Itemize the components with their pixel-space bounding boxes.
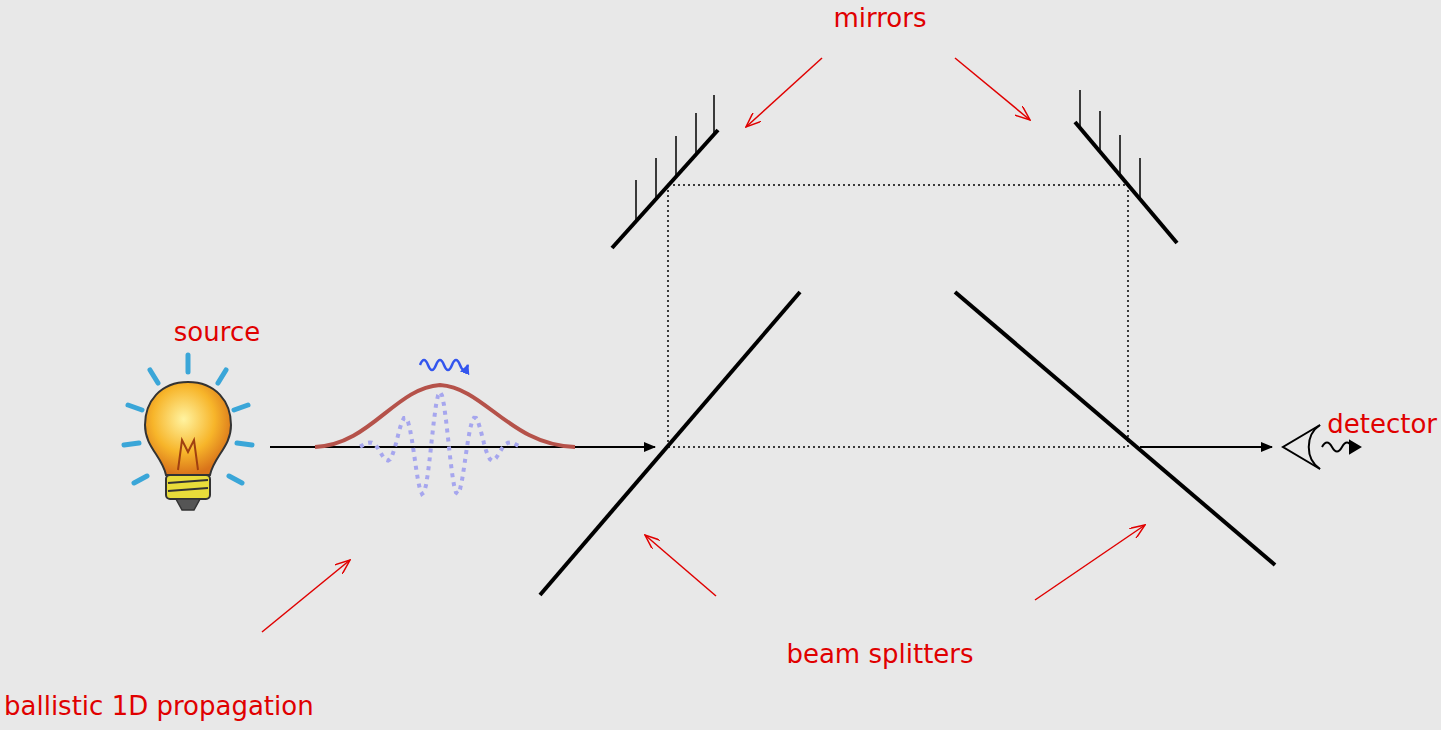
wave-oscillation [360, 392, 520, 494]
caption-label: ballistic 1D propagation [4, 692, 314, 721]
part-label: detector [1327, 410, 1437, 439]
leader-arrow [262, 58, 1145, 632]
beam-splitter [955, 292, 1275, 565]
output-beam [1140, 446, 1272, 448]
part-label: source [174, 318, 260, 347]
part-label: beam splitters [786, 640, 973, 669]
wave-envelope [315, 385, 575, 447]
mirror [612, 95, 718, 248]
photon-squiggle [420, 360, 468, 370]
mirror [1075, 90, 1177, 243]
part-label: mirrors [833, 4, 926, 33]
beam-splitter [540, 292, 800, 595]
light-bulb [124, 355, 252, 510]
beam-paths [668, 185, 1128, 447]
